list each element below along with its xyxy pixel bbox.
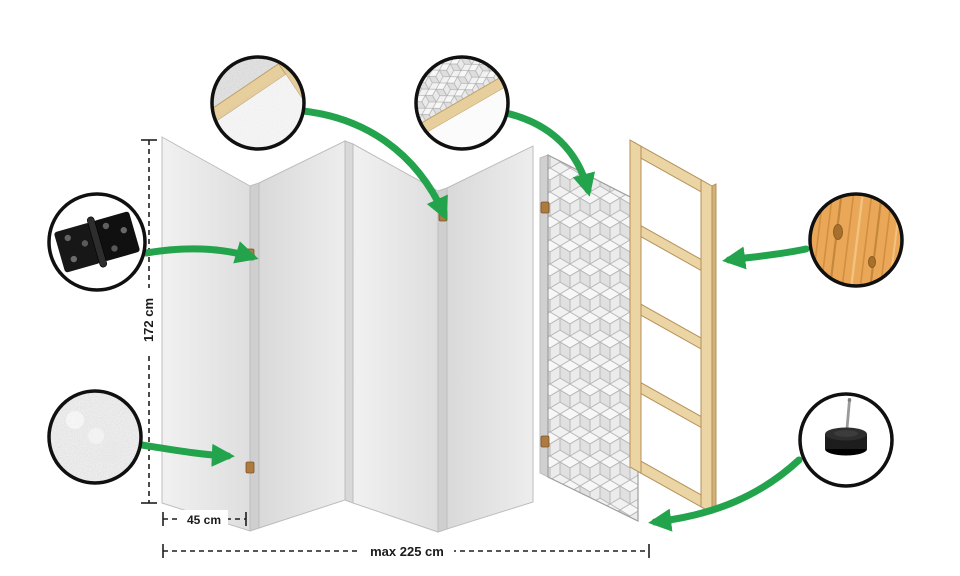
label-backdrop [360, 542, 454, 559]
foot-pin-icon [801, 395, 891, 485]
panel-width-dimension-label: 45 cm [187, 513, 221, 527]
panel-3-edge [437, 187, 448, 533]
callout-border [210, 55, 306, 151]
hinge-pin [540, 435, 550, 448]
pine-wood-texture-icon [811, 195, 901, 285]
callout-border [47, 192, 147, 292]
frame-corner-detail-icon [213, 58, 303, 148]
frame-left-stile [629, 139, 642, 475]
label-backdrop [180, 510, 228, 527]
frame-rung [640, 303, 702, 350]
arrow-frame-corner [299, 107, 448, 221]
panel-2-edge [344, 140, 354, 504]
panel-3 [352, 143, 439, 533]
arrow-fleece [138, 441, 235, 467]
frame-bottom-rail [640, 460, 702, 508]
dimension-height: 172 cm [139, 139, 159, 504]
pattern-corner-detail-icon [417, 58, 507, 148]
height-dimension-label: 172 cm [141, 298, 156, 342]
panel-1-edge [249, 182, 260, 532]
frame-rung [640, 381, 702, 429]
panel-2 [258, 140, 346, 529]
hinge-pin [245, 461, 255, 474]
callout-fleece [47, 389, 143, 485]
total-width-dimension-label: max 225 cm [370, 544, 444, 559]
frame-side-edge [711, 183, 717, 514]
arrow-foot [648, 456, 803, 532]
callout-pattern-corner [414, 55, 510, 151]
folding-screen [161, 136, 534, 533]
panel-4 [446, 145, 534, 530]
arrow-hinge [142, 241, 259, 264]
hinge-pin [540, 201, 550, 214]
frame-right-stile [700, 178, 713, 514]
frame-top-rail [640, 145, 702, 193]
callout-arrows [138, 107, 810, 532]
hinge-icon [50, 195, 144, 289]
arrow-wood [722, 245, 810, 270]
frame-rung [640, 224, 702, 272]
callout-border [414, 55, 510, 151]
dimension-total-width: max 225 cm [162, 542, 650, 559]
fleece-texture-icon [50, 392, 140, 482]
callout-border [47, 389, 143, 485]
callout-frame-corner [210, 55, 306, 151]
callout-border [808, 192, 904, 288]
panel-1 [161, 136, 251, 532]
callout-border [798, 392, 894, 488]
patterned-panel [539, 154, 639, 522]
wooden-frame [629, 139, 717, 514]
callout-wood [808, 192, 904, 288]
patterned-panel-face [547, 154, 639, 522]
callout-foot [798, 392, 894, 488]
callout-hinge [47, 192, 147, 292]
label-backdrop [139, 288, 159, 352]
dimension-panel-width: 45 cm [162, 510, 247, 527]
arrow-pattern [502, 109, 596, 197]
